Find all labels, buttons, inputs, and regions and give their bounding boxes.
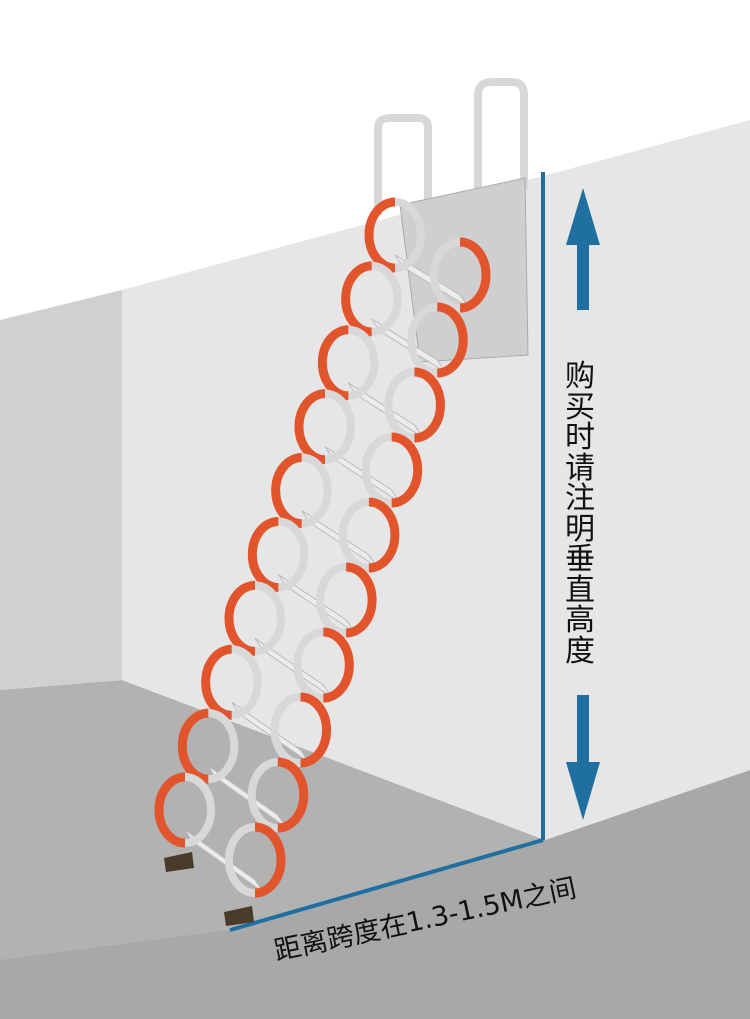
- ladder-scissor-link-red: [364, 197, 396, 273]
- ladder-scissor-link-red: [224, 580, 256, 656]
- ladder: [154, 197, 491, 926]
- ladder-scissor-link-red: [201, 644, 233, 720]
- ladder-scissor-link-red: [277, 757, 309, 833]
- wall-side: [0, 290, 122, 690]
- ladder-scissor-link-red: [294, 389, 326, 465]
- arrow-up-icon: [566, 188, 600, 310]
- ladder-scissor-link-red: [317, 325, 349, 401]
- ladder-scissor-link-red: [322, 627, 354, 703]
- ladder-foot: [164, 852, 194, 872]
- ladder-foot: [224, 906, 254, 926]
- measure-lines: [229, 172, 545, 932]
- ladder-handrails: [374, 78, 528, 215]
- ladder-mount-plate: [399, 177, 529, 363]
- ladder-scissor-link-red: [391, 432, 423, 508]
- ladder-scissor-link-red: [271, 453, 303, 529]
- vertical-height-note: 购买时请注明垂直高度: [565, 359, 595, 669]
- ladder-scissor-link-red: [154, 772, 186, 848]
- floor-shadow: [0, 680, 545, 960]
- ladder-scissor-link-red: [459, 237, 491, 313]
- arrow-down-icon: [566, 695, 600, 820]
- ladder-scissor-link-red: [177, 708, 209, 784]
- ladder-scissor-link-red: [345, 562, 377, 638]
- ladder-scissor-link-red: [414, 367, 445, 443]
- ladder-scissor-link-red: [368, 497, 400, 573]
- ladder-scissor-link-red: [436, 302, 468, 378]
- ladder-scissor-link-red: [300, 692, 332, 768]
- ladder-scissor-link-red: [254, 822, 286, 898]
- ladder-scissor-link-red: [341, 261, 373, 337]
- ladder-scissor-link-red: [247, 516, 279, 592]
